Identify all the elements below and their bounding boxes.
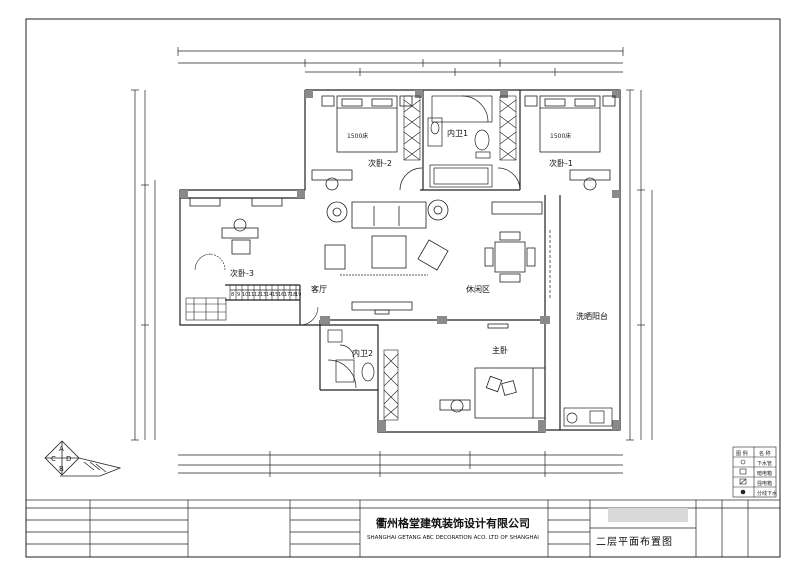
living-furniture [230,199,543,329]
svg-text:10: 10 [242,292,248,298]
room-bedroom3: 次卧-3 [230,268,254,278]
stair-treads [229,285,297,300]
svg-text:下水管: 下水管 [757,460,772,467]
laundry-fixtures [549,230,613,427]
svg-text:图 例: 图 例 [736,450,748,457]
svg-text:A: A [59,445,64,453]
svg-text:14: 14 [266,292,272,298]
drawing-title: 二层平面布置图 [596,536,673,548]
room-bath1: 内卫1 [447,128,468,138]
bed-label-2: 1500床 [347,132,368,140]
bed-label-1: 1500床 [550,132,571,140]
room-master: 主卧 [492,345,508,355]
svg-text:15: 15 [272,292,278,298]
sheet-border [25,18,781,558]
desks-chairs [189,169,611,413]
svg-text:8: 8 [231,292,234,298]
room-lounge: 休闲区 [466,284,490,294]
svg-text:18: 18 [290,292,296,298]
svg-text:暗电箱: 暗电箱 [757,470,772,477]
svg-text:D: D [66,455,71,463]
svg-text:名 称: 名 称 [759,450,771,457]
room-bedroom2: 次卧-2 [368,158,392,168]
bath1-fixtures [399,95,521,191]
room-labels: 次卧-2 内卫1 次卧-1 次卧-3 客厅 休闲区 洗晒阳台 内卫2 主卧 [230,128,608,358]
svg-text:12: 12 [254,292,260,298]
wall-columns [180,90,620,432]
svg-text:分线下水: 分线下水 [757,490,777,497]
walls [179,89,621,433]
compass-symbol [44,440,122,477]
svg-text:C: C [51,455,56,463]
bath2-fixtures [327,329,375,389]
company-name-en: SHANGHAI GETANG ABC DECORATION ACO. LTD … [367,535,539,541]
door-swings [194,253,319,326]
svg-text:B: B [59,465,64,473]
company-name-cn: 衢州格堂建筑装饰设计有限公司 [376,516,530,530]
legend-table [732,446,777,498]
title-block [25,499,781,558]
svg-text:13: 13 [260,292,266,298]
svg-text:强电箱: 强电箱 [757,480,772,487]
legend-text: 图 例 名 称 下水管 暗电箱 强电箱 分线下水 [736,450,777,497]
stair-numbers: 8 9 10 11 12 13 14 15 16 17 18 19 [231,292,301,298]
svg-text:9: 9 [237,292,240,298]
beds [321,95,616,419]
compass-letters: A C D B [51,445,71,473]
room-bath2: 内卫2 [352,348,373,358]
room-living: 客厅 [311,284,327,294]
svg-text:16: 16 [278,292,284,298]
svg-text:17: 17 [284,292,290,298]
dimension-lines [131,47,653,477]
room-laundry: 洗晒阳台 [576,311,608,321]
svg-text:11: 11 [248,292,254,298]
svg-text:19: 19 [295,292,301,298]
blurred-redaction [608,508,688,522]
room-bedroom1: 次卧-1 [549,158,573,168]
